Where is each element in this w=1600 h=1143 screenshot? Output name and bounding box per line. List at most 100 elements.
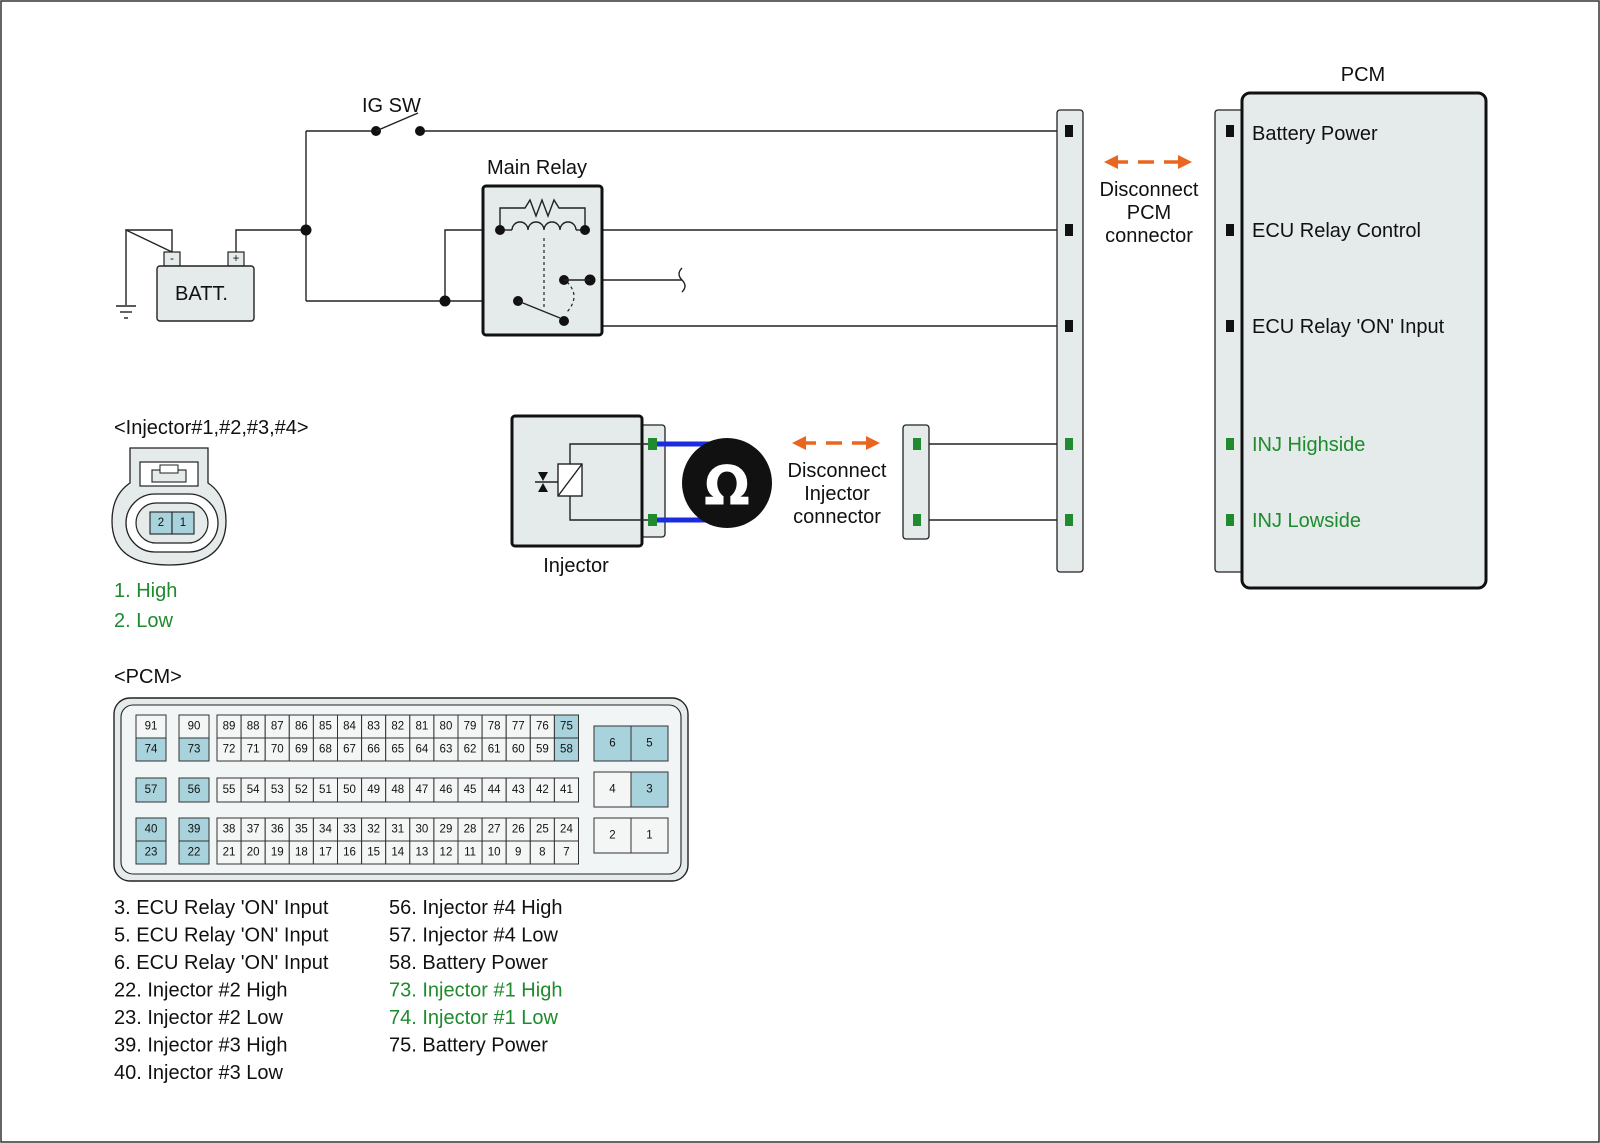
pcm-pin-number-15: 15	[367, 847, 380, 859]
pcm-block: PCM Battery Power ECU Relay Control ECU …	[1214, 64, 1488, 590]
pcm-pin-cell-5	[630, 725, 669, 762]
pcm-pin-number-12: 12	[440, 847, 453, 859]
pcm-pin-number-50: 50	[343, 784, 356, 796]
pcm-pin-cell-51	[312, 777, 338, 803]
pin-legend-item: 39. Injector #3 High	[114, 1035, 287, 1057]
pcm-pin-number-62: 62	[464, 744, 477, 756]
pcm-pin-number-68: 68	[319, 744, 332, 756]
pcm-pin-number-35: 35	[295, 824, 308, 836]
pcm-pin-number-61: 61	[488, 744, 501, 756]
pcm-pin-number-58: 58	[560, 744, 573, 756]
pin-legend-item: 6. ECU Relay 'ON' Input	[114, 952, 329, 974]
pcm-pin-number-36: 36	[271, 824, 284, 836]
pcm-pin-number-75: 75	[560, 721, 573, 733]
battery-label: BATT.	[175, 283, 228, 305]
pcm-pin-number-57: 57	[145, 784, 158, 796]
pcm-pin-number-55: 55	[223, 784, 236, 796]
pcm-pin-cell-45	[457, 777, 483, 803]
pcm-pin-inj-highside: INJ Highside	[1252, 434, 1365, 456]
pcm-pin-cell-74	[135, 737, 167, 762]
injector-label: Injector	[543, 555, 609, 577]
ig-switch-label: IG SW	[362, 95, 421, 117]
pcm-pin-number-54: 54	[247, 784, 260, 796]
pcm-pin-cell-49	[361, 777, 387, 803]
battery: - + BATT.	[116, 251, 255, 322]
pcm-pin-cell-73	[178, 737, 210, 762]
pcm-pin-number-10: 10	[488, 847, 501, 859]
injector-connector-face: <Injector#1,#2,#3,#4> 2 1 1. High 2. Low	[111, 417, 309, 632]
pcm-pin-cell-44	[481, 777, 507, 803]
pcm-pin-number-22: 22	[188, 847, 201, 859]
pcm-pin-cell-3	[630, 771, 669, 808]
pcm-pin-cell-41	[553, 777, 580, 803]
pcm-pin-number-4: 4	[609, 784, 616, 796]
pcm-pin-number-26: 26	[512, 824, 525, 836]
pin-legend-item: 58. Battery Power	[389, 952, 548, 974]
pcm-pin-number-40: 40	[145, 824, 158, 836]
pin-legend-item: 73. Injector #1 High	[389, 980, 562, 1002]
pcm-pin-number-82: 82	[391, 721, 404, 733]
pcm-pin-number-32: 32	[367, 824, 380, 836]
pcm-pin-battery-power: Battery Power	[1252, 123, 1378, 145]
pcm-pin-number-56: 56	[188, 784, 201, 796]
pcm-pin-number-38: 38	[223, 824, 236, 836]
pcm-pin-number-76: 76	[536, 721, 549, 733]
main-relay: Main Relay	[481, 157, 604, 337]
pcm-pin-cell-47	[409, 777, 435, 803]
pcm-pin-number-14: 14	[391, 847, 404, 859]
pcm-pin-number-83: 83	[367, 721, 380, 733]
pcm-harness-connector	[1056, 109, 1084, 573]
pcm-pin-number-3: 3	[646, 784, 652, 796]
pcm-pin-number-86: 86	[295, 721, 308, 733]
pcm-pin-number-47: 47	[415, 784, 428, 796]
ohm-icon: Ω	[704, 455, 750, 518]
pcm-pin-number-72: 72	[223, 744, 236, 756]
pin-legend-item: 57. Injector #4 Low	[389, 925, 559, 947]
pcm-pin-inj-lowside: INJ Lowside	[1252, 510, 1361, 532]
pcm-pin-number-24: 24	[560, 824, 573, 836]
pcm-pin-number-28: 28	[464, 824, 477, 836]
pcm-pin-number-25: 25	[536, 824, 549, 836]
pcm-pin-cell-56	[178, 777, 210, 803]
pcm-pin-number-52: 52	[295, 784, 308, 796]
pcm-pin-number-44: 44	[488, 784, 501, 796]
pcm-pin-number-71: 71	[247, 744, 260, 756]
pcm-pin-cell-54	[240, 777, 266, 803]
pcm-pin-number-59: 59	[536, 744, 549, 756]
pcm-pin-number-64: 64	[415, 744, 428, 756]
pcm-pin-number-74: 74	[145, 744, 158, 756]
ohmmeter: Ω	[657, 438, 772, 528]
pcm-pin-number-39: 39	[188, 824, 201, 836]
pcm-pin-cell-53	[264, 777, 290, 803]
pcm-pin-number-43: 43	[512, 784, 525, 796]
pcm-pin-cell-43	[505, 777, 531, 803]
pcm-pin-ecu-relay-on-input: ECU Relay 'ON' Input	[1252, 316, 1445, 338]
pcm-pin-cell-1	[630, 817, 669, 854]
ig-switch: IG SW	[362, 95, 425, 136]
disconnect-pcm: Disconnect PCM connector	[1100, 155, 1199, 247]
pin-legend-item: 23. Injector #2 Low	[114, 1007, 284, 1029]
disconnect-pcm-line2: PCM	[1127, 202, 1171, 224]
pcm-pin-number-13: 13	[415, 847, 428, 859]
pcm-pin-cell-55	[216, 777, 242, 803]
pcm-pin-number-21: 21	[223, 847, 236, 859]
pcm-pin-number-85: 85	[319, 721, 332, 733]
pcm-pin-ecu-relay-control: ECU Relay Control	[1252, 220, 1421, 242]
pcm-pin-number-46: 46	[440, 784, 453, 796]
pcm-pin-number-18: 18	[295, 847, 308, 859]
pcm-pin-number-5: 5	[646, 738, 652, 750]
battery-minus: -	[170, 253, 174, 265]
pcm-pin-number-41: 41	[560, 784, 573, 796]
main-relay-label: Main Relay	[487, 157, 587, 179]
disconnect-injector-line1: Disconnect	[788, 460, 887, 482]
pin-legend-item: 22. Injector #2 High	[114, 980, 287, 1002]
pcm-pin-cell-22	[178, 840, 210, 865]
pcm-pin-cell-58	[553, 737, 580, 762]
pin-legend-item: 74. Injector #1 Low	[389, 1007, 559, 1029]
pcm-pin-number-27: 27	[488, 824, 501, 836]
pcm-pin-number-16: 16	[343, 847, 356, 859]
pcm-pin-number-51: 51	[319, 784, 332, 796]
pcm-pin-number-31: 31	[391, 824, 404, 836]
